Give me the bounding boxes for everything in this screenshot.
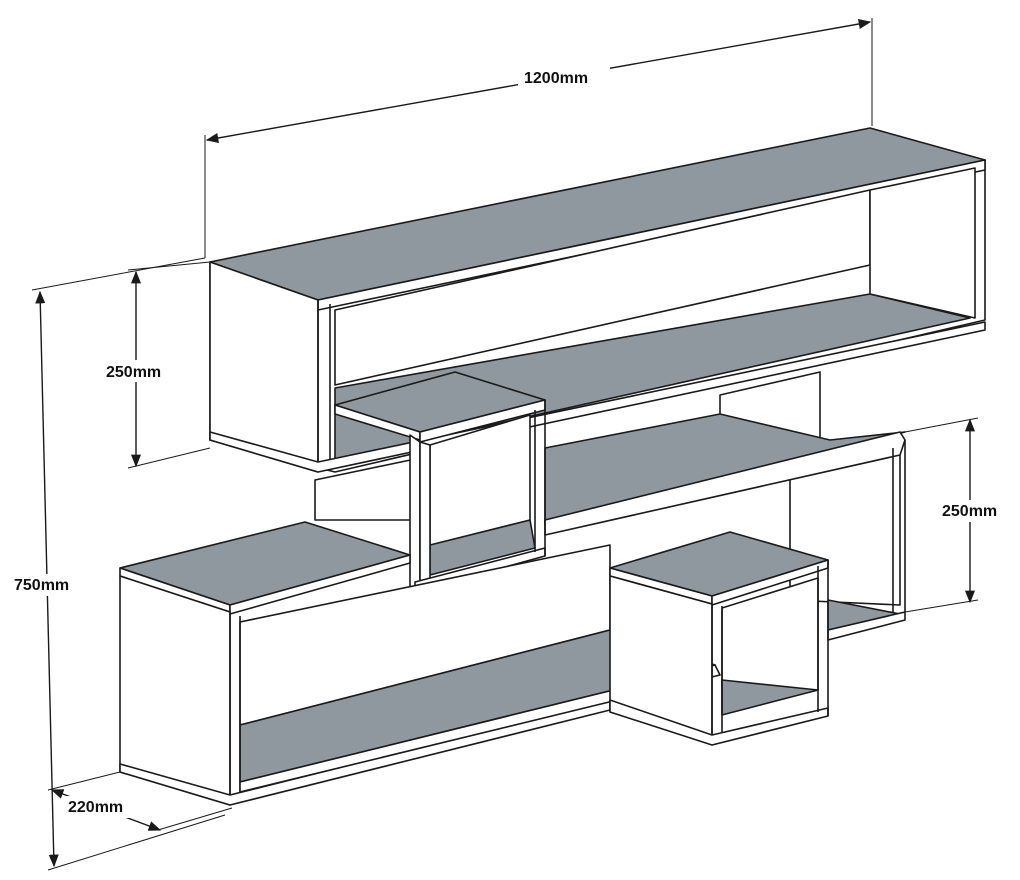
width-label: 1200mm [524, 70, 588, 87]
width-dimension: 1200mm [204, 18, 873, 258]
top-shelf-height-dimension: 250mm [100, 261, 211, 469]
bottom-long-shelf [119, 521, 721, 806]
right-shelf-height-label: 250mm [942, 503, 997, 520]
top-long-shelf [209, 127, 986, 473]
right-shelf-height-dimension: 250mm [904, 417, 1014, 613]
total-height-dimension: 750mm [8, 257, 226, 871]
depth-label: 220mm [68, 799, 123, 816]
total-height-label: 750mm [14, 577, 69, 594]
depth-dimension: 220mm [47, 771, 233, 831]
lower-small-cube [609, 531, 829, 746]
top-shelf-height-label: 250mm [106, 364, 161, 381]
